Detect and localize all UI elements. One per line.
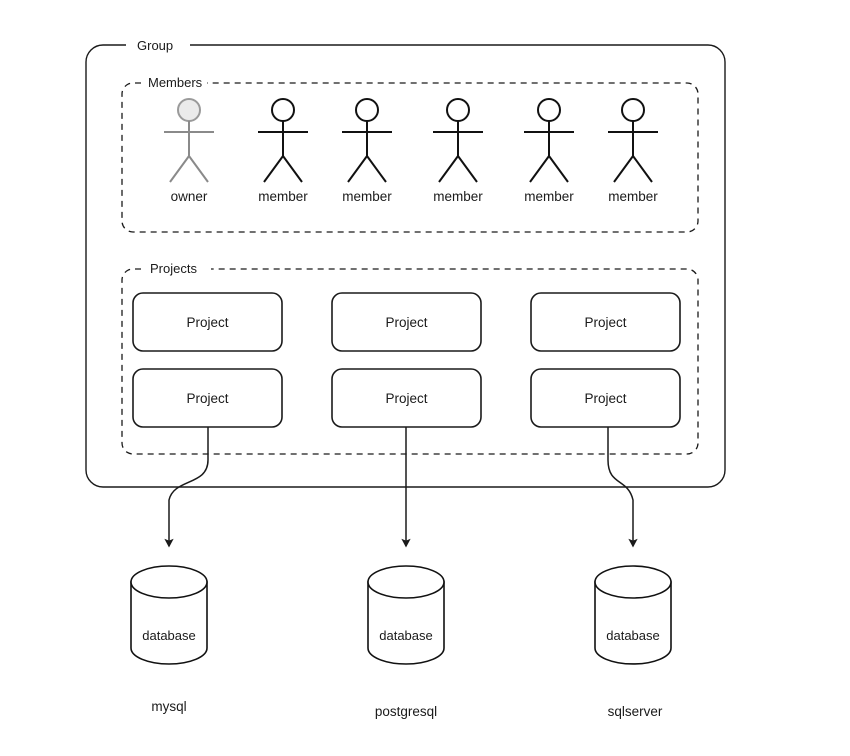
project-label: Project	[584, 391, 626, 406]
actor-label: member	[608, 189, 658, 204]
members-section: Members	[121, 75, 699, 233]
actor-head-icon	[177, 98, 201, 122]
actor-label: owner	[171, 189, 208, 204]
cylinder-body	[594, 581, 672, 665]
cylinder-body	[130, 581, 208, 665]
actor-legs	[529, 155, 569, 183]
database-inner-label: database	[606, 628, 660, 643]
actor-owner[interactable]: owner	[164, 98, 214, 204]
actor-member-4[interactable]: member	[524, 98, 574, 204]
cylinder-top	[130, 565, 208, 599]
group-label: Group	[137, 38, 173, 53]
project-box-shape	[530, 368, 681, 428]
cylinder-body	[367, 581, 445, 665]
project-box-3[interactable]: Project	[530, 292, 681, 352]
actor-member-1[interactable]: member	[258, 98, 308, 204]
project-box-shape	[132, 292, 283, 352]
database-postgresql[interactable]: database postgresql	[367, 565, 445, 719]
project-label: Project	[584, 315, 626, 330]
actor-legs	[347, 155, 387, 183]
actor-label: member	[524, 189, 574, 204]
actor-member-3[interactable]: member	[433, 98, 483, 204]
project-box-shape	[530, 292, 681, 352]
connector-mysql	[164, 427, 209, 548]
database-mysql[interactable]: database mysql	[130, 565, 208, 714]
members-border	[121, 82, 699, 233]
actor-label: member	[258, 189, 308, 204]
members-label: Members	[148, 75, 203, 90]
projects-section: Projects	[121, 261, 699, 455]
actor-legs	[438, 155, 478, 183]
actor-label: member	[433, 189, 483, 204]
project-box-shape	[331, 292, 482, 352]
actor-label: member	[342, 189, 392, 204]
actor-head-icon	[446, 98, 470, 122]
project-box-2[interactable]: Project	[331, 292, 482, 352]
database-inner-label: database	[379, 628, 433, 643]
project-box-1[interactable]: Project	[132, 292, 283, 352]
project-box-6[interactable]: Project	[530, 368, 681, 428]
project-box-4[interactable]: Project	[132, 368, 283, 428]
project-box-5[interactable]: Project	[331, 368, 482, 428]
actor-head-icon	[355, 98, 379, 122]
project-label: Project	[385, 315, 427, 330]
database-name-label: postgresql	[375, 704, 437, 719]
cylinder-top	[594, 565, 672, 599]
actor-member-2[interactable]: member	[342, 98, 392, 204]
project-label: Project	[186, 391, 228, 406]
project-label: Project	[186, 315, 228, 330]
project-label: Project	[385, 391, 427, 406]
database-inner-label: database	[142, 628, 196, 643]
connector-sqlserver	[607, 427, 638, 548]
actor-legs	[169, 155, 209, 183]
database-name-label: sqlserver	[608, 704, 663, 719]
projects-label: Projects	[150, 261, 197, 276]
actor-head-icon	[621, 98, 645, 122]
actor-legs	[613, 155, 653, 183]
actor-head-icon	[271, 98, 295, 122]
database-name-label: mysql	[151, 699, 186, 714]
database-sqlserver[interactable]: database sqlserver	[594, 565, 672, 719]
actor-head-icon	[537, 98, 561, 122]
cylinder-top	[367, 565, 445, 599]
actor-member-5[interactable]: member	[608, 98, 658, 204]
actor-legs	[263, 155, 303, 183]
